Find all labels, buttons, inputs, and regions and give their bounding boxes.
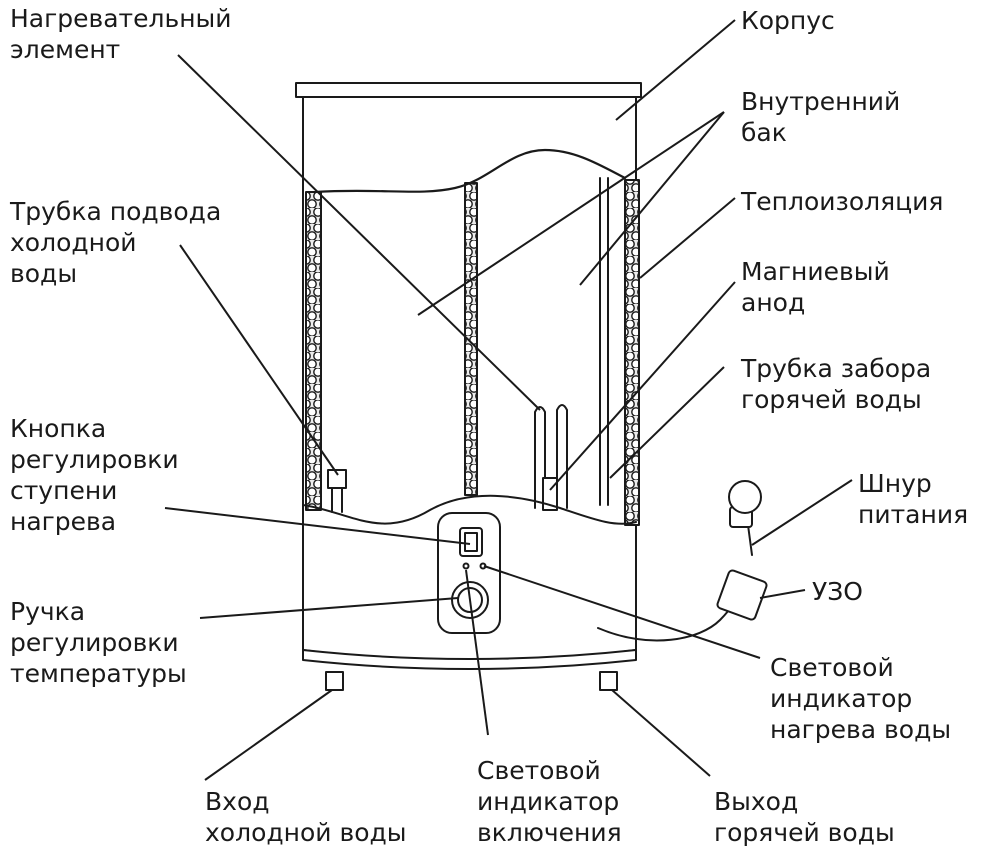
leader-inner-tank-a: [417, 111, 725, 316]
label-line: регулировки: [10, 445, 179, 474]
label-line: индикатор: [770, 684, 913, 713]
heating-element-rods: [534, 404, 568, 509]
label-cold-inlet: Вход холодной воды: [205, 786, 407, 848]
label-line: нагрева: [10, 507, 117, 536]
label-line: питания: [858, 500, 969, 529]
leader-insulation: [639, 197, 736, 279]
label-line: Трубка подвода: [10, 197, 222, 226]
label-line: Шнур: [858, 469, 932, 498]
tank-base: [302, 649, 637, 670]
label-power-indicator: Световой индикатор включения: [477, 755, 622, 848]
cold-pipe-end: [327, 469, 347, 489]
label-line: холодной: [10, 228, 137, 257]
plug-head: [728, 480, 762, 514]
label-line: нагрева воды: [770, 715, 952, 744]
label-housing: Корпус: [741, 5, 835, 36]
leader-rcd: [759, 589, 806, 599]
label-temp-knob: Ручка регулировки температуры: [10, 596, 187, 689]
label-line: Магниевый: [741, 257, 890, 286]
label-line: Световой: [770, 653, 894, 682]
label-rcd: УЗО: [812, 576, 863, 607]
hot-water-pipe: [599, 177, 609, 506]
leader-power-cord: [751, 479, 853, 546]
stage-button: [464, 532, 478, 552]
label-heat-indicator: Световой индикатор нагрева воды: [770, 652, 951, 745]
label-line: Внутренний: [741, 87, 901, 116]
leader-heat-indicator: [483, 565, 761, 659]
label-line: анод: [741, 288, 806, 317]
label-cold-pipe: Трубка подвода холодной воды: [10, 196, 221, 289]
label-line: Нагревательный: [10, 4, 232, 33]
leader-housing: [615, 19, 736, 121]
label-line: регулировки: [10, 628, 179, 657]
label-line: горячей воды: [714, 818, 895, 847]
indicator-dot-left: [462, 562, 470, 570]
control-section-edge: [302, 494, 637, 525]
label-line: горячей воды: [741, 385, 922, 414]
label-line: Корпус: [741, 6, 835, 35]
label-line: Световой: [477, 756, 601, 785]
cutaway-top-edge: [313, 148, 627, 194]
label-line: включения: [477, 818, 622, 847]
label-line: воды: [10, 259, 78, 288]
label-stage-button: Кнопка регулировки ступени нагрева: [10, 413, 179, 537]
label-insulation: Теплоизоляция: [741, 186, 943, 217]
label-line: температуры: [10, 659, 187, 688]
label-line: бак: [741, 118, 787, 147]
cold-inlet-fitting: [325, 671, 344, 691]
leader-power-indicator: [465, 569, 489, 736]
insulation-left: [305, 191, 322, 511]
label-inner-tank: Внутренний бак: [741, 86, 900, 148]
hot-outlet-fitting: [599, 671, 618, 691]
label-heating-element: Нагревательный элемент: [10, 3, 232, 65]
leader-anode: [549, 281, 736, 491]
label-line: холодной воды: [205, 818, 407, 847]
leader-hot-pipe: [609, 366, 725, 479]
rcd-box: [716, 569, 768, 621]
label-anode: Магниевый анод: [741, 256, 890, 318]
label-line: Кнопка: [10, 414, 107, 443]
label-line: ступени: [10, 476, 118, 505]
leader-cold-inlet: [204, 689, 333, 781]
leader-heating-element: [177, 54, 541, 411]
label-line: Ручка: [10, 597, 86, 626]
label-line: Трубка забора: [741, 354, 932, 383]
label-line: индикатор: [477, 787, 620, 816]
leader-temp-knob: [199, 597, 459, 619]
label-hot-pipe: Трубка забора горячей воды: [741, 353, 931, 415]
leader-stage-button: [164, 507, 471, 545]
insulation-right: [624, 179, 640, 526]
label-hot-outlet: Выход горячей воды: [714, 786, 895, 848]
label-line: Вход: [205, 787, 270, 816]
tank-top-cap: [295, 82, 642, 98]
label-line: Теплоизоляция: [741, 187, 944, 216]
temperature-knob-inner: [457, 587, 483, 613]
leader-hot-outlet: [611, 689, 711, 777]
label-line: элемент: [10, 35, 121, 64]
leader-cold-pipe: [179, 244, 339, 476]
label-power-cord: Шнур питания: [858, 468, 968, 530]
label-line: Выход: [714, 787, 799, 816]
leader-inner-tank-b: [579, 111, 725, 286]
label-line: УЗО: [812, 577, 863, 606]
